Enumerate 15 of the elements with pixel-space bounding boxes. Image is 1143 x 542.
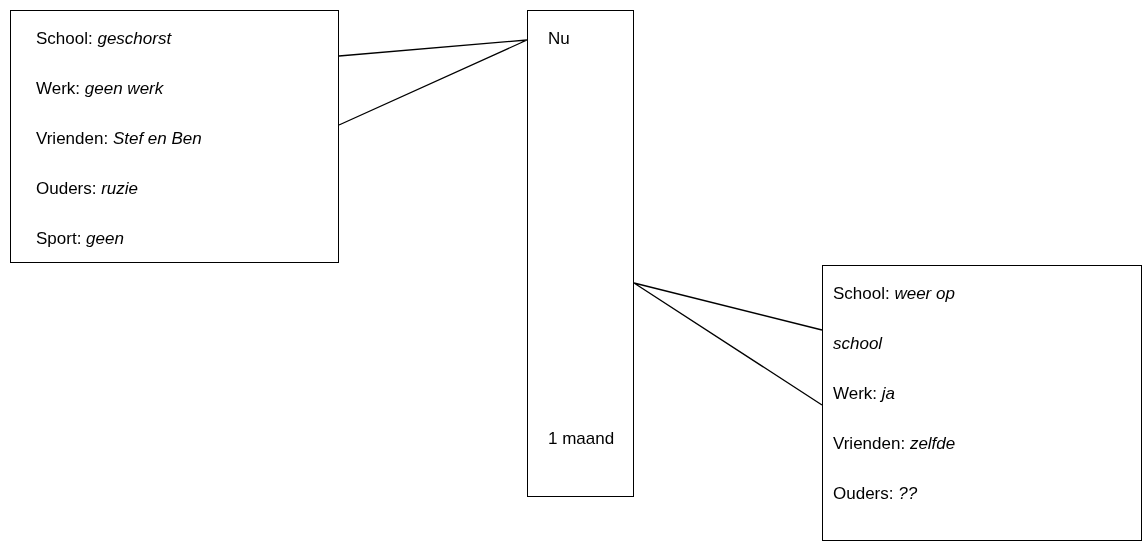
status-text: Werk: geen werk [36, 78, 164, 100]
callout-box [822, 265, 1142, 541]
status-text: Ouders: ?? [833, 483, 918, 505]
time-label: 1 maand [548, 428, 615, 450]
time-label: Nu [548, 28, 570, 50]
callout-pointer [633, 282, 823, 406]
callout-pointer [338, 39, 528, 126]
status-text: Vrienden: zelfde [833, 433, 956, 455]
timeline-box [527, 10, 634, 497]
status-text: Ouders: ruzie [36, 178, 139, 200]
status-text: Werk: ja [833, 383, 896, 405]
status-text: Sport: geen [36, 228, 124, 250]
status-text: Vrienden: Stef en Ben [36, 128, 202, 150]
status-text: School: geschorst [36, 28, 172, 50]
callout-box [10, 10, 339, 263]
